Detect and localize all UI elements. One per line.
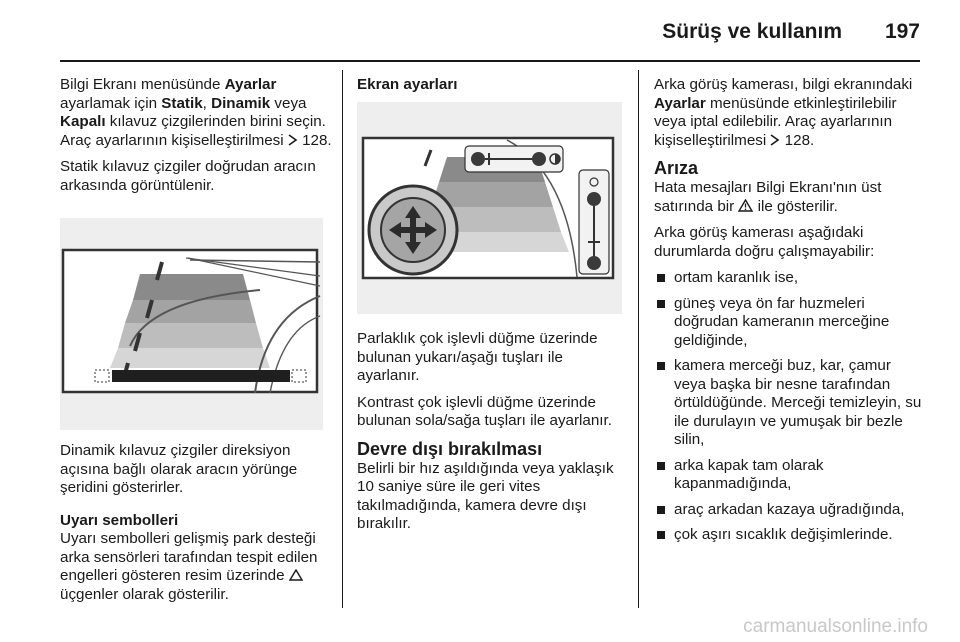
warning-triangle-icon xyxy=(738,198,754,212)
display-settings-illustration xyxy=(361,136,615,280)
page-reference-icon xyxy=(288,133,298,146)
paragraph-fault-messages: Hata mesajları Bilgi Ekranı'nın üst satı… xyxy=(654,179,882,215)
page-header: Sürüş ve kullanım 197 xyxy=(0,0,960,62)
paragraph-dynamic-lines: Dinamik kılavuz çizgiler direksiyon açıs… xyxy=(60,442,298,496)
list-item: arka kapak tam olarak kapanmadığında, xyxy=(654,457,926,494)
conditions-list: ortam karanlık ise, güneş veya ön far hu… xyxy=(654,269,926,545)
paragraph-warning-symbols: Uyarı sembolleri gelişmiş park desteği a… xyxy=(60,530,318,603)
column-1: Bilgi Ekranı menüsünde Ayarlar ayarlamak… xyxy=(60,76,332,203)
column-divider-left xyxy=(342,70,343,608)
paragraph-contrast: Kontrast çok işlevli düğme üzerinde bulu… xyxy=(357,393,612,430)
paragraph-deactivation: Belirli bir hız aşıldığında veya yaklaşı… xyxy=(357,459,614,533)
heading-deactivation: Devre dışı bırakılması xyxy=(357,438,543,459)
column-2-lower: Parlaklık çok işlevli düğme üzerinde bul… xyxy=(357,330,627,542)
column-divider-right xyxy=(638,70,639,608)
list-item: güneş veya ön far huzmeleri doğrudan kam… xyxy=(654,295,926,351)
paragraph-brightness: Parlaklık çok işlevli düğme üzerinde bul… xyxy=(357,330,598,384)
list-item: araç arkadan kazaya uğradığında, xyxy=(654,501,926,520)
paragraph-conditions: Arka görüş kamerası aşağıdaki durumlarda… xyxy=(654,224,875,260)
heading-fault: Arıza xyxy=(654,158,699,178)
heading-warning-symbols: Uyarı sembolleri xyxy=(60,511,179,529)
display-settings-figure xyxy=(357,102,622,314)
heading-display-settings: Ekran ayarları xyxy=(357,76,458,93)
column-2: Ekran ayarları xyxy=(357,76,627,95)
warning-triangle-icon xyxy=(288,568,304,581)
column-1-lower: Dinamik kılavuz çizgiler direksiyon açıs… xyxy=(60,442,335,612)
paragraph-static-lines: Statik kılavuz çizgiler doğrudan aracın … xyxy=(60,158,316,194)
guide-lines-figure xyxy=(60,218,323,430)
page-number: 197 xyxy=(884,20,920,43)
header-rule xyxy=(60,60,920,62)
paragraph-guide-lines: Bilgi Ekranı menüsünde Ayarlar ayarlamak… xyxy=(60,76,332,149)
list-item: kamera merceği buz, kar, çamur veya başk… xyxy=(654,357,926,450)
section-title: Sürüş ve kullanım xyxy=(662,20,842,43)
list-item: ortam karanlık ise, xyxy=(654,269,926,288)
column-3: Arka görüş kamerası, bilgi ekranındaki A… xyxy=(654,76,926,552)
guide-lines-illustration xyxy=(61,248,321,394)
page-reference-icon xyxy=(770,133,780,146)
list-item: çok aşırı sıcaklık değişimlerinde. xyxy=(654,526,926,545)
watermark: carmanualsonline.info xyxy=(743,616,928,637)
paragraph-camera-settings: Arka görüş kamerası, bilgi ekranındaki A… xyxy=(654,76,913,149)
